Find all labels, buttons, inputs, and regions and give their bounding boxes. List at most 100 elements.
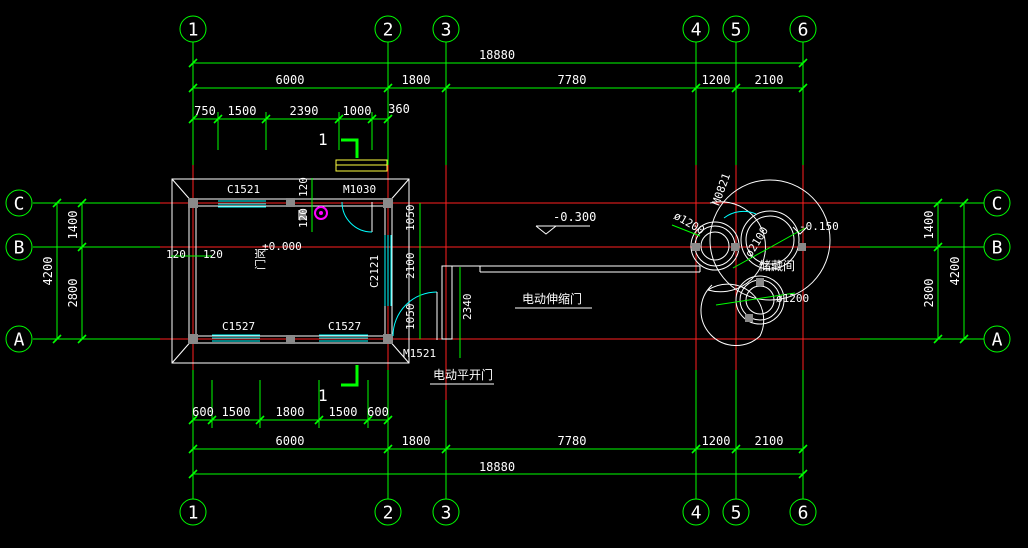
dim-bottom-span-4: 1200 [702,434,731,448]
grid-bubble-c-right [983,189,1011,217]
axis-label-a-right: A [992,330,1003,351]
dim-bottom-detail-2: 1500 [222,405,251,419]
grid-bubble-a-right [983,325,1011,353]
dim-top-span-1: 6000 [276,73,305,87]
label-window-top: C1521 [227,183,260,196]
dim-bottom-span-5: 2100 [755,434,784,448]
dim-top-total: 18880 [479,48,515,62]
dim-top-detail-4: 1000 [343,104,372,118]
dim-top-span-2: 1800 [402,73,431,87]
dim-bottom-span-1: 6000 [276,434,305,448]
axis-label-5-top: 5 [731,20,742,41]
dim-bottom-detail-1: 600 [192,405,214,419]
grid-bubble-5-top [722,15,750,43]
bottom-dimension-lines [188,380,808,479]
storage-level-marker [792,226,808,235]
axis-label-2-top: 2 [383,20,394,41]
section-marks [341,138,359,387]
grid-bubble-6-bottom [789,498,817,526]
dim-bottom-span-3: 7780 [558,434,587,448]
guard-room [171,159,461,364]
top-dimension-lines [188,58,808,150]
label-window-bottom-left: C1527 [222,320,255,333]
dim-top-span-4: 1200 [702,73,731,87]
dim-left-span-1: 1400 [66,211,80,240]
dim-bottom-span-2: 1800 [402,434,431,448]
grid-bubble-6-top [789,15,817,43]
dim-top-detail-2: 1500 [228,104,257,118]
label-door-bottom: M1521 [403,347,436,360]
dim-right-span-1: 1400 [922,211,936,240]
dim-right-total: 4200 [948,257,962,286]
axis-label-3-bottom: 3 [441,503,452,524]
grid-bubble-3-top [432,15,460,43]
dim-wall-120-top: 120 [297,177,310,197]
label-room-name: 门岗 [253,248,267,270]
axis-label-b-left: B [14,238,25,259]
storage-columns [692,243,806,322]
dim-left-total: 4200 [41,257,55,286]
axis-label-b-right: B [992,238,1003,259]
axis-label-4-top: 4 [691,20,702,41]
label-storage-name: 储藏间 [759,258,795,273]
label-window-right: C2121 [368,255,381,288]
door-bottom [392,291,438,340]
grid-extension-lines [33,42,984,499]
yard-level-marker: -0.300 [535,210,596,235]
dim-wall-120-left: 120 [166,248,186,261]
dim-bottom-total: 18880 [479,460,515,474]
axis-label-1-top: 1 [188,20,199,41]
dim-door-side-2: 2100 [404,253,417,280]
dim-top-span-3: 7780 [558,73,587,87]
axis-label-1-bottom: 1 [188,503,199,524]
grid-bubble-a-left [5,325,33,353]
door-top [335,159,388,233]
label-storage-level: -0.150 [799,220,839,233]
storage-door [723,210,757,219]
axis-label-a-left: A [14,330,25,351]
axis-label-c-right: C [992,194,1003,215]
columns [188,198,393,344]
telescopic-gate [430,265,701,385]
grid-bubbles [5,15,1011,526]
bottom-dimension-text: 600 1500 1800 1500 600 6000 1800 7780 12… [192,405,783,474]
top-dimension-text: 18880 6000 1800 7780 1200 2100 750 1500 … [194,48,783,118]
dim-wall-120-right: 120 [203,248,223,261]
storage-dim-lines [671,224,806,306]
dim-right-span-2: 2800 [922,279,936,308]
label-diameter-small-bottom: ø1200 [776,292,809,305]
dim-gate-width: 2340 [461,294,474,321]
dim-bottom-detail-3: 1800 [276,405,305,419]
label-swing-gate: 电动平开门 [433,367,493,382]
grid-bubble-2-top [374,15,402,43]
dim-door-side-1: 1050 [404,205,417,232]
guard-room-labels: C1521 M1030 C1527 C1527 C2121 M1521 ±0.0… [166,177,474,360]
label-telescopic-gate: 电动伸缩门 [522,291,582,306]
axis-label-3-top: 3 [441,20,452,41]
grid-bubble-labels: 1 2 3 4 5 6 1 2 3 4 5 6 C B A C B A [14,20,1003,524]
dim-bottom-detail-5: 600 [367,405,389,419]
dim-top-span-5: 2100 [755,73,784,87]
dim-top-detail-5: 360 [388,102,410,116]
label-yard-level: -0.300 [553,210,596,224]
label-door-top: M1030 [343,183,376,196]
grid-bubble-b-left [5,233,33,261]
grid-bubble-1-top [179,15,207,43]
grid-bubble-3-bottom [432,498,460,526]
grid-bubble-4-bottom [682,498,710,526]
grid-bubble-c-left [5,189,33,217]
dim-left-span-2: 2800 [66,279,80,308]
grid-bubble-1-bottom [179,498,207,526]
section-label-top: 1 [318,130,328,149]
side-dimension-text: 4200 1400 2800 1400 2800 4200 [41,211,962,308]
axis-label-6-top: 6 [798,20,809,41]
axis-label-2-bottom: 2 [383,503,394,524]
axis-label-6-bottom: 6 [798,503,809,524]
side-dimension-lines [52,198,969,344]
axis-label-c-left: C [14,194,25,215]
label-floor-level: ±0.000 [262,240,302,253]
dim-wall-120-lower: 120 [297,208,310,228]
dim-bottom-detail-4: 1500 [329,405,358,419]
